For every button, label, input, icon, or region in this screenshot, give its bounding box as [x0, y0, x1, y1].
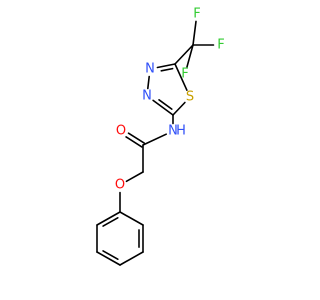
bond-ccarb-o1-a: [127, 132, 145, 144]
atom-label-n3: N: [142, 89, 152, 104]
bond-ph4-ph5: [119, 251, 144, 266]
bond-ph1-ph2: [96, 211, 121, 226]
atom-label-f3: F: [181, 67, 188, 82]
bond-cf3-f3: [186, 44, 194, 68]
bond-cf3-f1: [192, 20, 197, 46]
bond-ch2-o2: [125, 171, 144, 183]
bond-n3-c2: [152, 99, 174, 116]
bond-cf3-c5: [174, 44, 194, 65]
bond-s1-c5: [174, 63, 188, 91]
bond-ph3-ph4-inner: [102, 250, 119, 261]
bond-n4-n3: [147, 75, 150, 90]
atom-label-o2: O: [115, 178, 125, 193]
atom-label-n4: N: [145, 62, 155, 77]
atom-label-o1: O: [116, 124, 126, 139]
bond-nh-ccarb: [142, 133, 167, 146]
atom-label-s1: S: [186, 90, 194, 105]
bond-c5-n4-inner: [160, 67, 174, 72]
bond-c5-n4: [156, 63, 176, 69]
bond-ph3-ph4: [96, 251, 121, 266]
bond-ph6-ph1: [119, 211, 144, 226]
bond-n3-c2-inner: [158, 99, 173, 110]
atom-label-f1: F: [193, 7, 200, 22]
atom-label-f2: F: [217, 38, 224, 53]
atom-label-nh: N: [168, 124, 178, 139]
bond-ph1-ph2-inner: [102, 217, 119, 227]
bond-c2-s1: [172, 101, 186, 116]
atom-label-h: H: [176, 124, 186, 139]
bond-ccarb-o1-b: [125, 136, 143, 148]
